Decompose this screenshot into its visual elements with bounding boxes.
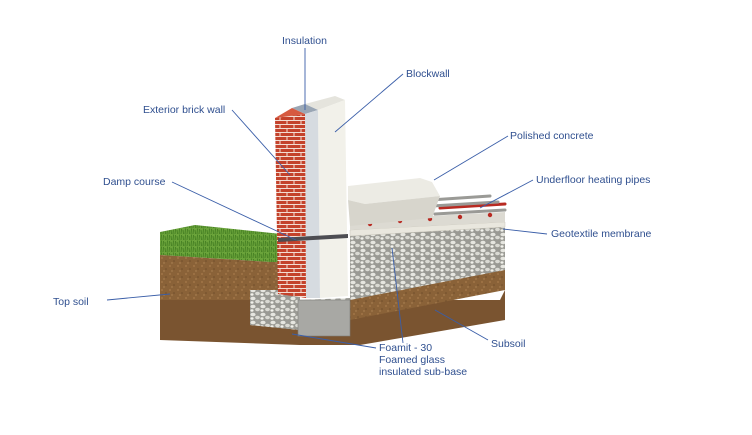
polished-concrete-front	[348, 196, 440, 226]
label-foamit-line3: insulated sub-base	[379, 366, 468, 378]
floor-slab	[350, 212, 505, 230]
blockwall-top	[305, 96, 345, 110]
polished-concrete-top	[348, 178, 440, 204]
geotextile-membrane	[349, 221, 506, 237]
label-foamit: Foamit - 30 Foamed glass insulated sub-b…	[379, 342, 467, 378]
label-polished-concrete: Polished concrete	[510, 130, 594, 142]
top-soil-top	[160, 225, 300, 262]
insulation-front	[305, 110, 320, 298]
label-underfloor-heating-pipes: Underfloor heating pipes	[536, 174, 651, 186]
label-geotextile-membrane: Geotextile membrane	[551, 228, 652, 240]
top-soil-front	[160, 255, 300, 300]
exterior-brick-wall-top	[275, 108, 305, 118]
exterior-brick-wall-front	[275, 114, 306, 298]
label-insulation: Insulation	[282, 35, 327, 47]
blockwall-front	[318, 100, 348, 298]
label-foamit-line1: Foamit - 30	[379, 342, 433, 354]
underfloor-heating-pipes	[367, 194, 507, 227]
foamit-plate	[297, 299, 351, 337]
floor-sub-base	[350, 226, 505, 300]
label-top-soil: Top soil	[53, 296, 89, 308]
label-subsoil: Subsoil	[491, 338, 526, 350]
label-foamit-line2: Foamed glass	[379, 354, 445, 366]
label-damp-course: Damp course	[103, 176, 166, 188]
leader-lines	[106, 48, 548, 349]
label-blockwall: Blockwall	[406, 68, 450, 80]
label-exterior-brick-wall: Exterior brick wall	[143, 104, 226, 116]
